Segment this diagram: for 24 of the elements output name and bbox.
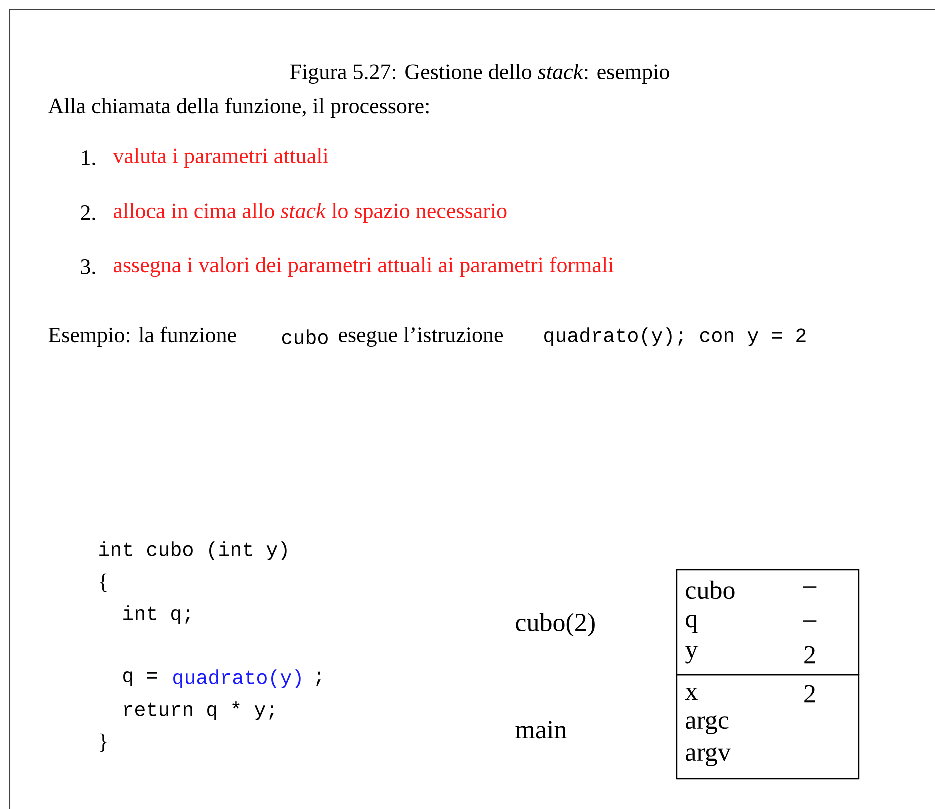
intro-text: Alla chiamata della funzione, il processore: bbox=[48, 98, 429, 118]
code-line: int cubo (int y) bbox=[100, 542, 287, 560]
example-text: esegue l’istruzione bbox=[339, 327, 503, 347]
list-item-text: valuta i parametri attuali bbox=[113, 148, 328, 168]
inline-code: cubo bbox=[282, 330, 328, 344]
inline-code: quadrato(y); con y = 2 bbox=[544, 328, 806, 346]
code-call: quadrato(y) bbox=[174, 670, 301, 688]
list-item-text: assegna i valori dei parametri attuali ai parametri formali bbox=[114, 256, 614, 278]
code-line: return q * y; bbox=[124, 702, 274, 720]
code-brace: } bbox=[100, 734, 107, 752]
frame-label: main bbox=[516, 721, 567, 739]
figure-title: Figura 5.27: Gestione dello stack: esempio bbox=[290, 64, 670, 84]
list-item-text: alloca in cima allo stack lo spazio necessario bbox=[114, 203, 507, 223]
code-brace: { bbox=[100, 574, 107, 592]
code-semicolon: ; bbox=[316, 672, 321, 686]
example-text: Esempio: la funzione bbox=[48, 326, 236, 348]
list-number: 3. bbox=[81, 260, 96, 274]
frame-label: cubo(2) bbox=[516, 613, 595, 637]
code-line: int q; bbox=[124, 606, 190, 624]
list-number: 2. bbox=[81, 206, 96, 220]
code-line: q = bbox=[124, 672, 158, 686]
list-number: 1. bbox=[82, 150, 96, 166]
stack-frame-box: x 2 argc argv bbox=[676, 674, 860, 780]
stack-frame-box: cubo – q – y 2 bbox=[676, 569, 860, 676]
